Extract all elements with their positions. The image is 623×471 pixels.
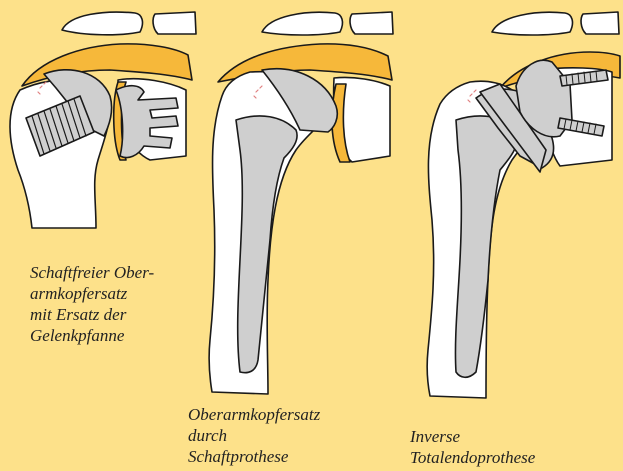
cartilage-band (22, 44, 192, 86)
clavicle-bone (153, 12, 196, 34)
stem-prosthesis-illustration (209, 12, 393, 394)
caption-line: armkopfersatz (30, 283, 154, 304)
acromion-bone (62, 12, 142, 35)
caption-stemless: Schaftfreier Ober- armkopfersatz mit Ers… (30, 262, 154, 346)
clavicle-bone (581, 12, 619, 34)
clavicle-bone (350, 12, 393, 34)
humeral-stem-implant (455, 116, 520, 377)
acromion-bone (492, 12, 572, 35)
acromion-bone (262, 12, 342, 35)
caption-reverse: Inverse Totalendoprothese (410, 426, 535, 468)
reverse-prosthesis-illustration (427, 12, 620, 398)
caption-line: Inverse (410, 426, 535, 447)
stemless-prosthesis-illustration (10, 12, 196, 228)
caption-line: durch (188, 425, 320, 446)
caption-line: mit Ersatz der (30, 304, 154, 325)
caption-line: Schaftprothese (188, 446, 320, 467)
caption-line: Gelenkpfanne (30, 325, 154, 346)
caption-line: Oberarmkopfersatz (188, 404, 320, 425)
caption-line: Schaftfreier Ober- (30, 262, 154, 283)
caption-line: Totalendoprothese (410, 447, 535, 468)
caption-stem: Oberarmkopfersatz durch Schaftprothese (188, 404, 320, 467)
